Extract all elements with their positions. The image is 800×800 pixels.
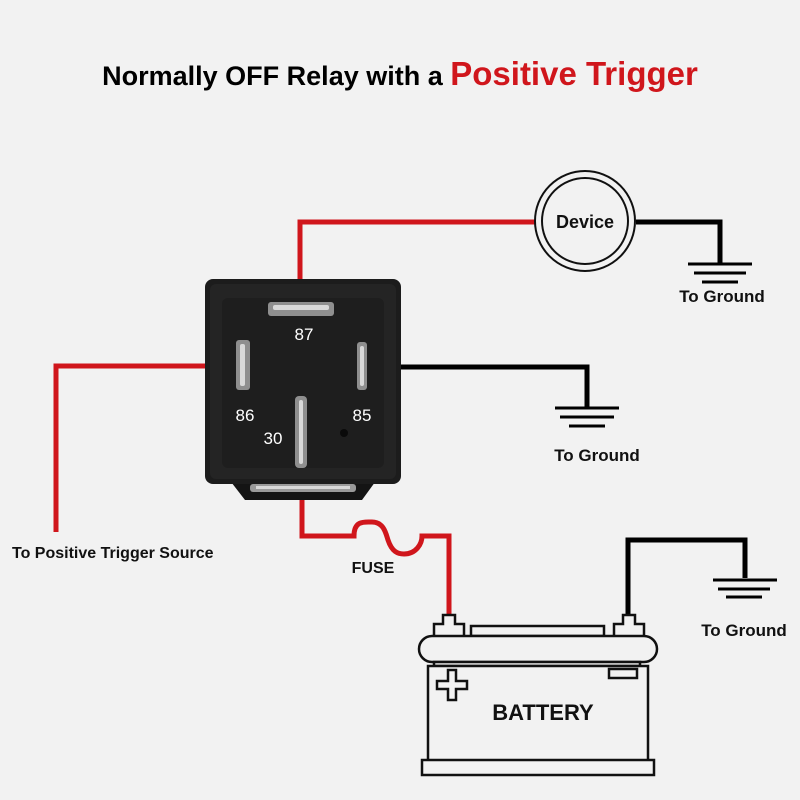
wire-trigger-to-86 — [53, 363, 206, 532]
relay-marker-dot — [340, 429, 348, 437]
title-highlight: Positive Trigger — [450, 55, 698, 92]
battery-label: BATTERY — [492, 700, 594, 725]
ground-label-device: To Ground — [679, 287, 765, 306]
pin-86 — [236, 340, 250, 390]
pin-30 — [295, 396, 307, 468]
ground-icon — [555, 406, 619, 428]
device-label: Device — [556, 212, 614, 232]
pin-86-label: 86 — [236, 406, 255, 425]
pin-85 — [357, 342, 367, 390]
ground-icon — [713, 578, 777, 599]
plus-icon — [435, 668, 469, 702]
ground-label-battery: To Ground — [701, 621, 787, 640]
battery-negative-terminal — [612, 613, 646, 636]
pin-30-label: 30 — [264, 429, 283, 448]
battery — [417, 613, 659, 777]
battery-positive-terminal — [432, 613, 466, 636]
wire-85-to-ground — [400, 364, 590, 407]
ground-icon — [688, 262, 752, 284]
trigger-source-label: To Positive Trigger Source — [12, 545, 214, 562]
wire-device-to-ground — [636, 219, 723, 264]
fuse-label: FUSE — [352, 560, 395, 577]
diagram-title: Normally OFF Relay with a Positive Trigg… — [0, 55, 800, 93]
minus-icon — [607, 667, 639, 680]
pin-85-label: 85 — [353, 406, 372, 425]
pin-87 — [268, 302, 334, 316]
ground-label-pin85: To Ground — [554, 446, 640, 465]
wire-battery-to-ground — [625, 537, 748, 614]
relay: 87 86 85 30 — [205, 279, 401, 500]
device: Device — [534, 170, 636, 272]
pin-87-label: 87 — [295, 325, 314, 344]
wire-87-to-device — [297, 219, 538, 285]
title-prefix: Normally OFF Relay with a — [102, 61, 443, 91]
wire-30-to-fuse-to-battery — [299, 500, 452, 614]
